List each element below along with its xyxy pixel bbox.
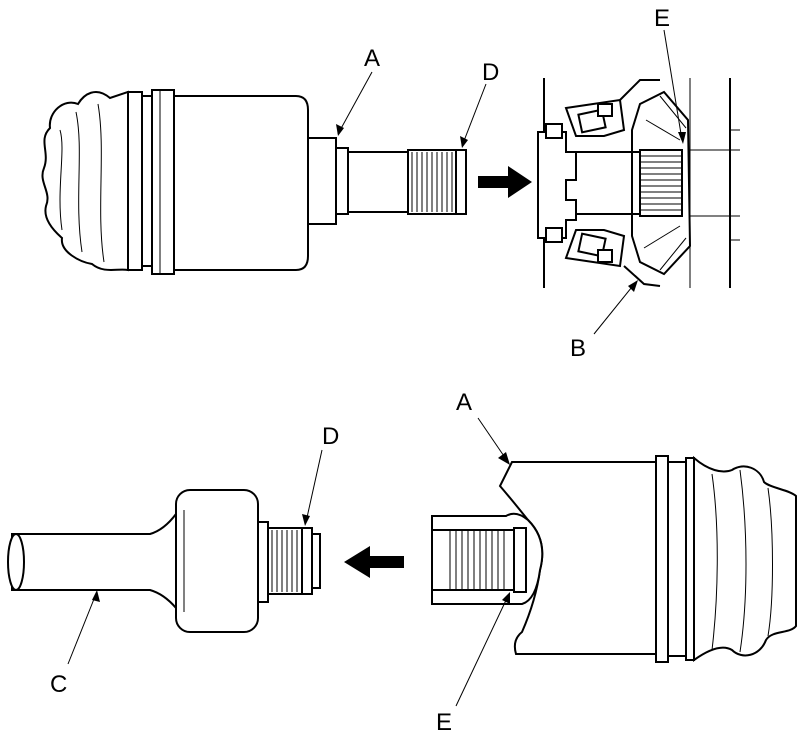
bottom-callouts: A D C E [50, 389, 510, 736]
bottom-boot [693, 455, 797, 662]
bottom-intermediate-shaft [7, 489, 404, 633]
bottom-label-e: E [436, 709, 452, 736]
bottom-bearing-body [175, 489, 259, 633]
bottom-arrow-left-icon [344, 546, 404, 578]
top-joint-housing [173, 95, 309, 271]
top-stub-collar [307, 137, 337, 225]
bottom-label-d: D [322, 423, 339, 450]
bottom-set-ring [301, 527, 313, 595]
top-callouts: A D E B [336, 5, 686, 362]
top-differential-section [537, 78, 740, 288]
top-set-ring [455, 149, 467, 215]
bottom-label-c: C [50, 671, 67, 698]
top-spline [407, 149, 459, 215]
top-label-b: B [570, 335, 586, 362]
top-diff-flange [537, 131, 577, 239]
bottom-shaft [11, 511, 177, 611]
bottom-spline [267, 527, 305, 595]
top-label-a: A [364, 45, 380, 72]
top-boot [41, 90, 129, 272]
top-boot-band [127, 91, 143, 271]
bottom-cv-joint-assembly [431, 455, 797, 663]
bottom-boot-band [655, 455, 669, 663]
top-arrow-right-icon [478, 166, 532, 198]
bottom-label-a: A [456, 389, 472, 416]
top-label-e: E [654, 5, 670, 32]
top-cv-joint-assembly [41, 89, 532, 275]
top-label-d: D [482, 59, 499, 86]
